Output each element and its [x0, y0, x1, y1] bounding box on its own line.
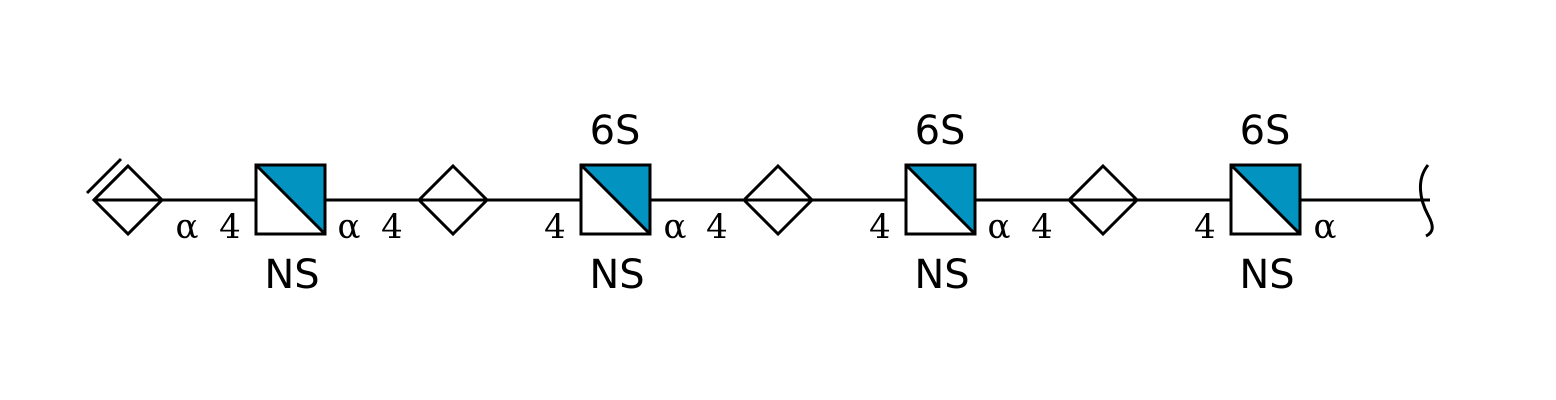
linkage-anomer: α: [338, 207, 361, 247]
substituent-label-bottom: NS: [1239, 252, 1294, 298]
substituent-label-top: 6S: [915, 108, 966, 154]
diamond-icon: [416, 163, 490, 237]
half-filled-square-icon: [254, 163, 327, 236]
linkage-position: 4: [381, 207, 403, 247]
linkage-position: 4: [706, 207, 728, 247]
substituent-label-bottom: NS: [914, 252, 969, 298]
reducing-end-icon: [1419, 164, 1434, 238]
diamond-icon: [741, 163, 815, 237]
half-filled-square-icon: [904, 163, 977, 236]
linkage-anomer: α: [988, 207, 1011, 247]
half-filled-square-icon: [579, 163, 652, 236]
substituent-label-top: 6S: [590, 108, 641, 154]
linkage-anomer: α: [176, 207, 199, 247]
unsaturation-bond-outer: [85, 157, 123, 195]
linkage-position: 4: [1194, 207, 1216, 247]
diamond-icon: [91, 163, 165, 237]
half-filled-square-icon: [1229, 163, 1302, 236]
linkage-position: 4: [1031, 207, 1053, 247]
substituent-label-top: 6S: [1240, 108, 1291, 154]
diamond-icon: [1066, 163, 1140, 237]
reducing-end-anomer: α: [1314, 207, 1337, 247]
linkage-anomer: α: [664, 207, 687, 247]
substituent-label-bottom: NS: [589, 252, 644, 298]
linkage-position: 4: [544, 207, 566, 247]
substituent-label-bottom: NS: [264, 252, 319, 298]
linkage-position: 4: [219, 207, 241, 247]
linkage-position: 4: [869, 207, 891, 247]
